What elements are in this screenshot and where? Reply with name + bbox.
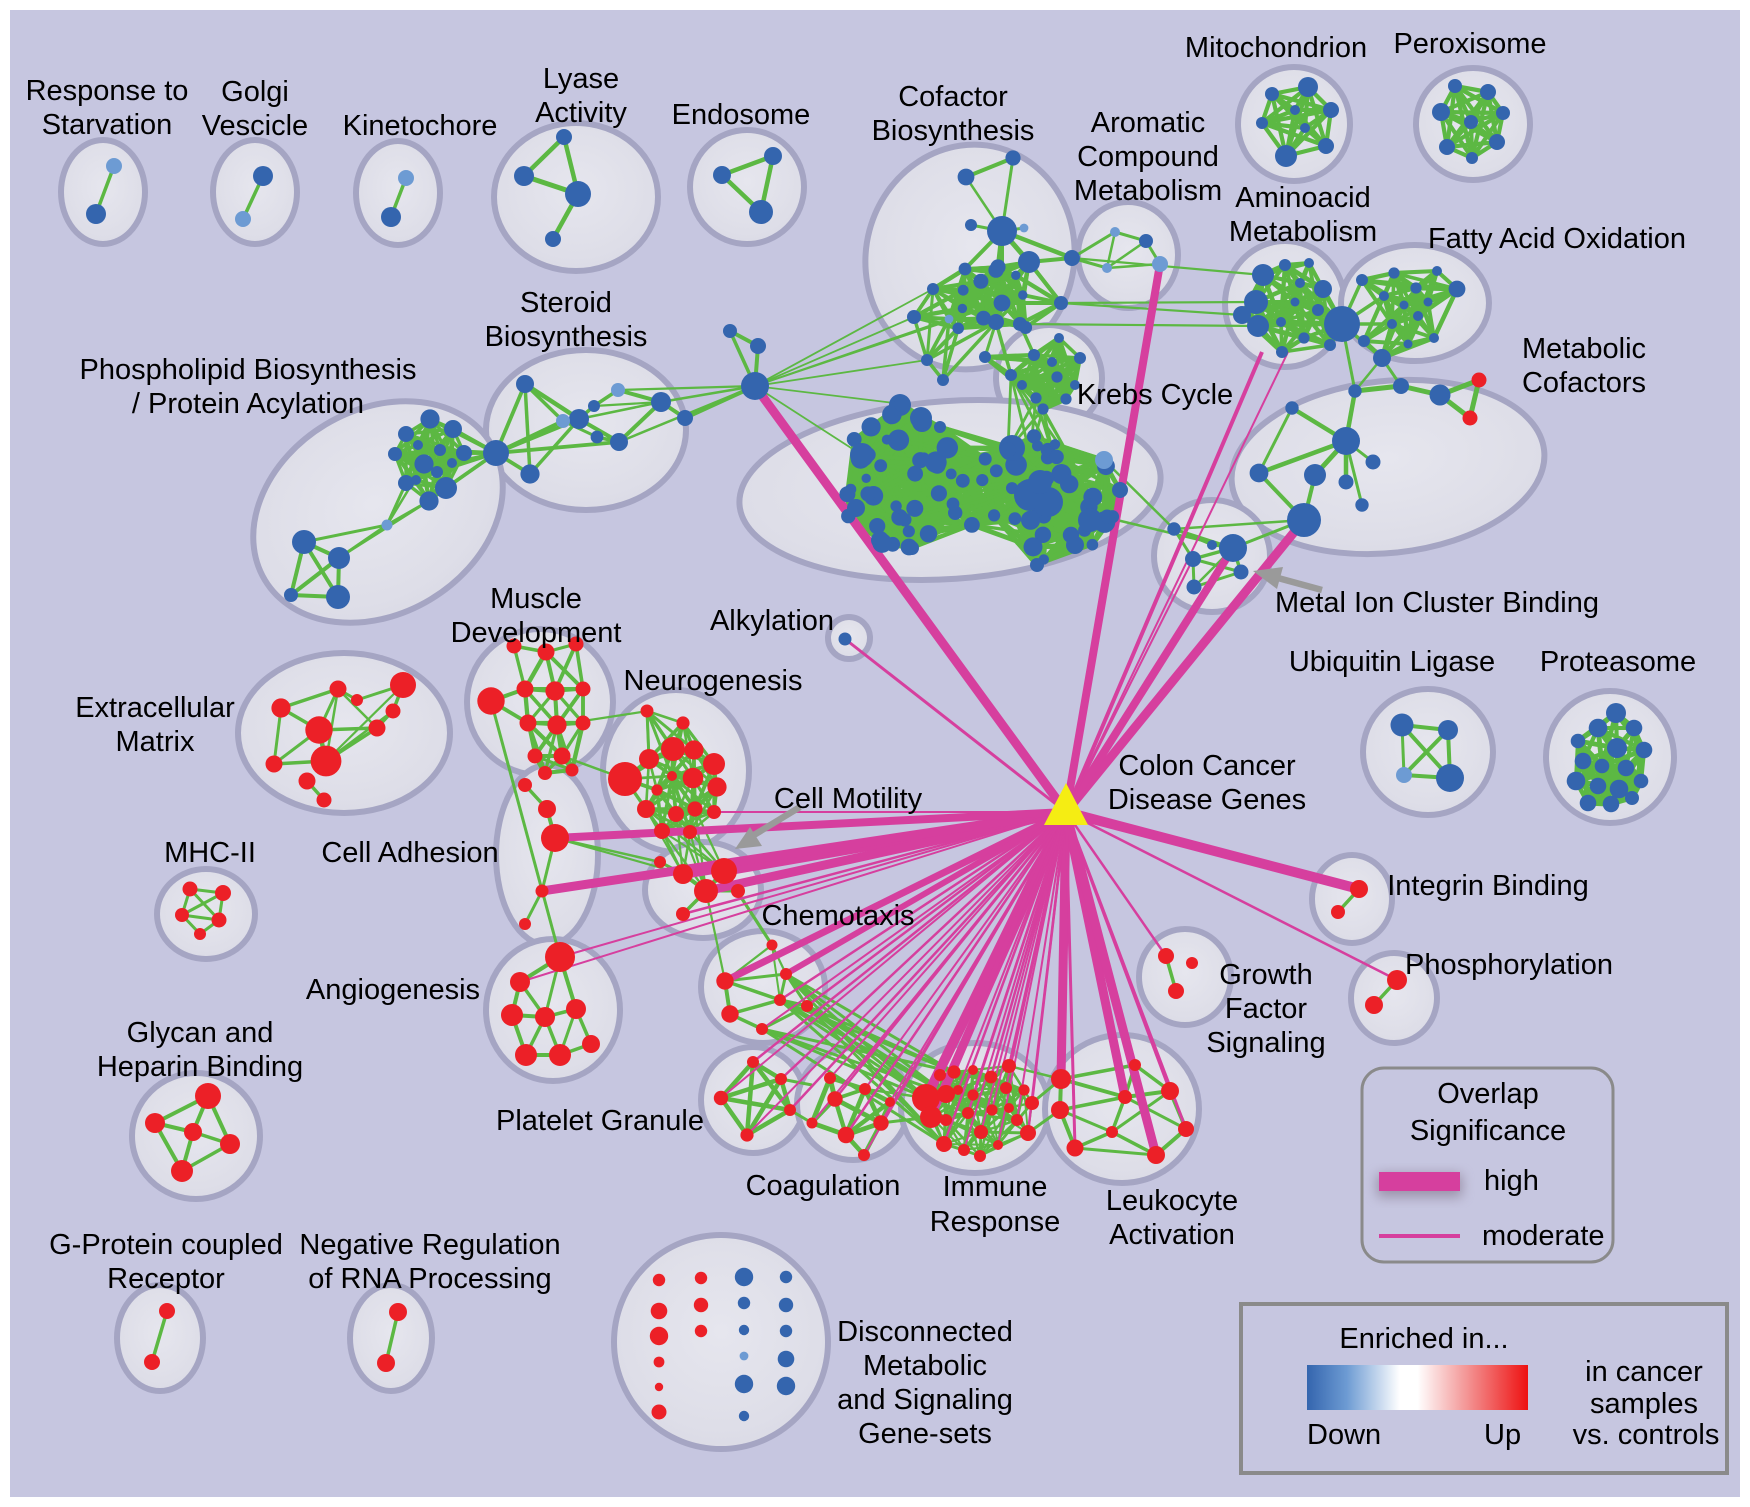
svg-text:and Signaling: and Signaling xyxy=(837,1384,1013,1416)
svg-text:Starvation: Starvation xyxy=(42,109,173,141)
svg-text:Phosphorylation: Phosphorylation xyxy=(1405,949,1613,981)
svg-text:Heparin Binding: Heparin Binding xyxy=(97,1051,303,1083)
svg-text:Activity: Activity xyxy=(535,97,627,129)
svg-text:Cofactor: Cofactor xyxy=(898,81,1008,113)
svg-text:Cell Adhesion: Cell Adhesion xyxy=(321,837,498,869)
svg-text:Mitochondrion: Mitochondrion xyxy=(1185,32,1367,64)
svg-text:Krebs Cycle: Krebs Cycle xyxy=(1077,379,1233,411)
svg-text:Angiogenesis: Angiogenesis xyxy=(306,974,480,1006)
svg-text:Disconnected: Disconnected xyxy=(837,1316,1013,1348)
svg-text:Biosynthesis: Biosynthesis xyxy=(872,115,1035,147)
svg-text:Development: Development xyxy=(451,617,622,649)
svg-text:vs. controls: vs. controls xyxy=(1573,1419,1720,1451)
svg-text:Ubiquitin Ligase: Ubiquitin Ligase xyxy=(1289,646,1495,678)
svg-text:Lyase: Lyase xyxy=(543,63,619,95)
svg-text:Signaling: Signaling xyxy=(1206,1027,1325,1059)
svg-text:Metabolic: Metabolic xyxy=(1522,333,1646,365)
svg-text:Metabolism: Metabolism xyxy=(1229,216,1377,248)
svg-text:in cancer: in cancer xyxy=(1585,1356,1703,1388)
svg-text:Muscle: Muscle xyxy=(490,583,582,615)
svg-text:Platelet Granule: Platelet Granule xyxy=(496,1105,704,1137)
svg-text:Response to: Response to xyxy=(26,75,189,107)
svg-text:Receptor: Receptor xyxy=(107,1263,225,1295)
svg-text:Kinetochore: Kinetochore xyxy=(343,110,498,142)
svg-text:Metal Ion Cluster Binding: Metal Ion Cluster Binding xyxy=(1275,587,1599,619)
svg-text:Leukocyte: Leukocyte xyxy=(1106,1185,1238,1217)
svg-text:Significance: Significance xyxy=(1410,1115,1566,1147)
svg-text:Disease Genes: Disease Genes xyxy=(1108,784,1306,816)
svg-text:of RNA Processing: of RNA Processing xyxy=(308,1263,551,1295)
svg-text:Cofactors: Cofactors xyxy=(1522,367,1646,399)
svg-text:Factor: Factor xyxy=(1225,993,1308,1025)
svg-text:Compound: Compound xyxy=(1077,141,1219,173)
svg-text:Overlap: Overlap xyxy=(1437,1078,1539,1110)
svg-text:Matrix: Matrix xyxy=(116,726,195,758)
svg-text:Integrin Binding: Integrin Binding xyxy=(1387,870,1589,902)
svg-text:MHC-II: MHC-II xyxy=(164,837,256,869)
svg-text:Down: Down xyxy=(1307,1419,1381,1451)
svg-text:moderate: moderate xyxy=(1482,1220,1605,1252)
svg-text:Golgi: Golgi xyxy=(221,76,289,108)
svg-text:Cell Motility: Cell Motility xyxy=(774,783,923,815)
svg-text:Coagulation: Coagulation xyxy=(746,1170,901,1202)
svg-text:high: high xyxy=(1484,1165,1539,1197)
svg-text:Metabolism: Metabolism xyxy=(1074,175,1222,207)
svg-text:samples: samples xyxy=(1590,1388,1698,1420)
svg-text:Glycan and: Glycan and xyxy=(127,1017,274,1049)
svg-text:Colon Cancer: Colon Cancer xyxy=(1118,750,1296,782)
svg-text:Aminoacid: Aminoacid xyxy=(1235,182,1370,214)
svg-text:Biosynthesis: Biosynthesis xyxy=(485,321,648,353)
svg-text:Vescicle: Vescicle xyxy=(202,110,308,142)
svg-text:Neurogenesis: Neurogenesis xyxy=(624,665,803,697)
svg-text:Enriched in...: Enriched in... xyxy=(1339,1323,1508,1355)
svg-text:Aromatic: Aromatic xyxy=(1091,107,1205,139)
svg-text:Steroid: Steroid xyxy=(520,287,612,319)
svg-text:Proteasome: Proteasome xyxy=(1540,646,1696,678)
svg-text:Endosome: Endosome xyxy=(672,99,811,131)
svg-text:Immune: Immune xyxy=(943,1171,1048,1203)
svg-text:Growth: Growth xyxy=(1219,959,1312,991)
svg-text:/ Protein Acylation: / Protein Acylation xyxy=(132,388,364,420)
svg-text:Chemotaxis: Chemotaxis xyxy=(761,900,914,932)
svg-text:Metabolic: Metabolic xyxy=(863,1350,987,1382)
svg-text:Up: Up xyxy=(1484,1419,1521,1451)
svg-text:G-Protein coupled: G-Protein coupled xyxy=(49,1229,283,1261)
svg-text:Gene-sets: Gene-sets xyxy=(858,1418,992,1450)
svg-text:Extracellular: Extracellular xyxy=(75,692,235,724)
svg-text:Response: Response xyxy=(930,1206,1061,1238)
svg-text:Fatty Acid Oxidation: Fatty Acid Oxidation xyxy=(1428,223,1686,255)
svg-text:Phospholipid Biosynthesis: Phospholipid Biosynthesis xyxy=(80,354,417,386)
svg-text:Alkylation: Alkylation xyxy=(710,605,834,637)
svg-text:Activation: Activation xyxy=(1109,1219,1235,1251)
svg-text:Peroxisome: Peroxisome xyxy=(1393,28,1546,60)
svg-text:Negative Regulation: Negative Regulation xyxy=(299,1229,560,1261)
